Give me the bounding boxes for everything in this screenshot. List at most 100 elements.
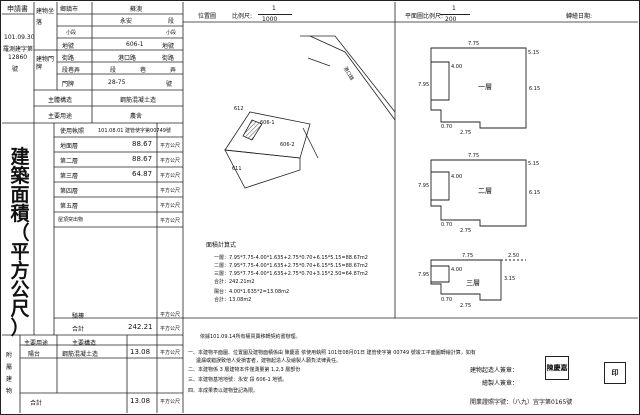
- number-value: 28-75: [108, 79, 126, 86]
- f2-dim-top: 7.75: [468, 153, 480, 159]
- street-label: 街路: [62, 55, 75, 62]
- floor-unit-4: 平方公尺: [160, 188, 181, 194]
- permit-label: 使用執照: [60, 128, 85, 135]
- total-unit: 平方公尺: [160, 326, 181, 332]
- f1-dim-bot-b: 2.75: [460, 130, 472, 136]
- floor-unit-6: 平方公尺: [160, 218, 181, 224]
- annex-total-value: 13.08: [130, 397, 151, 405]
- annex-total-label: 合計: [30, 400, 43, 407]
- parcel-606-1: 606-1: [260, 120, 275, 126]
- f2-dim-inner: 4.00: [451, 174, 463, 180]
- structure-value: 鋼筋混凝土造: [120, 97, 157, 104]
- floor-3-label: 三層: [466, 279, 480, 287]
- floor-unit-2: 平方公尺: [160, 158, 181, 164]
- lane-label: 段巷弄: [62, 67, 81, 74]
- blank-label: 騎樓: [72, 313, 85, 320]
- floor-scale-num: 1: [452, 5, 456, 12]
- floor-scale-label: 平面圖比例尺:: [405, 13, 444, 20]
- street-value: 港口路: [118, 55, 137, 62]
- site-plan-label: 位置圖: [198, 13, 217, 20]
- floor-label-5: 第五層: [60, 203, 79, 210]
- note-1b: 遺漏或錯誤致他人受損害者，建物起造人及繪製人願負法律責任。: [196, 358, 342, 364]
- floor-value-1: 88.67: [132, 140, 153, 148]
- calc-line-5: 陽台：4.00*1.635*2=13.08m2: [214, 289, 290, 295]
- floor-label-4: 第四層: [60, 188, 79, 195]
- floor-label-3: 第三層: [60, 173, 79, 180]
- note-3: 三、本建物基地地號：永安 段 606-1 地號。: [188, 377, 288, 383]
- note-2: 二、本建物係 3 層建物本件僅測量第 1,2,3 層部份: [188, 367, 301, 373]
- lane-alley: 巷: [140, 67, 147, 74]
- lot-suffix: 地號: [162, 43, 175, 50]
- permit-value: 101.08.01 建管使字第00749號: [98, 128, 171, 134]
- f3-dim-left: 7.95: [418, 272, 430, 278]
- f2-dim-bot-a: 0.70: [441, 222, 453, 228]
- parcel-606-2: 606-2: [280, 142, 295, 148]
- annex-row-unit: 平方公尺: [160, 350, 181, 356]
- calc-line-3: 三層：7.95*7.75-4.00*1.635+2.75*0.70+3.15*2…: [214, 271, 368, 277]
- county-value: 蘇澳: [130, 6, 143, 13]
- survey-suffix: 號: [12, 66, 19, 73]
- lane-seg: 段: [110, 67, 117, 74]
- annex-row-structure: 鋼筋混凝土造: [62, 351, 99, 358]
- floor-unit-5: 平方公尺: [160, 203, 181, 209]
- floor-label-2: 第二層: [60, 158, 79, 165]
- floor-value-3: 64.87: [132, 170, 153, 178]
- floor-scale-den: 200: [445, 16, 457, 23]
- site-scale-num: 1: [272, 5, 276, 12]
- subsection-label: 小段: [66, 30, 77, 36]
- f3-dim-right: 3.15: [504, 276, 516, 282]
- f1-dim-right: 6.15: [529, 86, 541, 92]
- signature-builder-label: 建物起造人簽章：: [470, 367, 519, 374]
- note-1: 一、本建物平面圖、位置圖及建物面積係由 陳慶嘉 依使用執照 101年08月01日…: [188, 350, 476, 356]
- f1-dim-bot-a: 0.70: [441, 124, 453, 130]
- annex-row-use: 陽台: [28, 351, 41, 358]
- f1-dim-inner: 4.00: [451, 64, 463, 70]
- site-scale-den: 1000: [262, 16, 278, 23]
- calc-title: 面積計算式: [206, 242, 237, 249]
- calc-line-4: 合計：242.21m2: [214, 279, 255, 285]
- f3-dim-bot-b: 2.75: [460, 303, 472, 309]
- number-suffix: 號: [166, 81, 173, 88]
- f3-dim-inner: 4.00: [451, 267, 463, 273]
- district-value: 永安: [120, 18, 133, 25]
- f2-dim-bot-b: 2.75: [460, 228, 472, 234]
- district-label: 段: [168, 18, 175, 25]
- street-suffix: 街路: [162, 55, 175, 62]
- annex-total-unit: 平方公尺: [160, 399, 181, 405]
- total-value: 242.21: [128, 323, 153, 331]
- use-value: 農舍: [130, 113, 143, 120]
- calc-line-2: 二層：7.95*7.75-4.00*1.635+2.75*0.70+6.15*5…: [214, 263, 368, 269]
- floor-2-label: 二層: [478, 187, 492, 195]
- parcel-611: 611: [232, 166, 242, 172]
- f2-dim-right: 6.15: [529, 190, 541, 196]
- floor-1-label: 一層: [478, 83, 492, 91]
- seal-stamp-2: 印: [604, 362, 626, 384]
- f3-dim-bot-a: 0.70: [441, 297, 453, 303]
- floor-label-6: 屋頂突出物: [58, 217, 84, 223]
- f1-dim-top: 7.75: [468, 41, 480, 47]
- use-label: 主要用途: [48, 113, 73, 120]
- form-title: 申請書: [7, 5, 28, 13]
- number-label: 門牌: [62, 81, 75, 88]
- survey-label: 羅測建字第: [3, 46, 34, 53]
- signature-drafter-label: 繪製人簽章：: [482, 380, 519, 387]
- lot-label: 地號: [62, 43, 75, 50]
- lane-lane: 弄: [170, 67, 177, 74]
- annex-structure-header: 主要構造: [72, 340, 97, 347]
- survey-number: 12860: [8, 54, 28, 61]
- floor-unit-3: 平方公尺: [160, 173, 181, 179]
- floor-plan-outlines: [430, 47, 527, 301]
- floor-label-1: 地面層: [60, 143, 79, 150]
- site-scale-bar: [258, 14, 292, 15]
- floor-value-2: 88.67: [132, 155, 153, 163]
- annex-row-value: 13.08: [130, 348, 151, 356]
- calc-line-1: 一層：7.95*7.75-4.00*1.635+2.75*0.70+6.15*5…: [214, 255, 368, 261]
- note-4: 四、本成果表以建物登記為限。: [188, 388, 259, 394]
- f2-dim-right-top: 5.15: [528, 161, 540, 167]
- blank-unit: 平方公尺: [160, 312, 181, 318]
- calc-line-6: 合計：13.08m2: [214, 297, 252, 303]
- vert-label-location: 建物坐落: [36, 8, 55, 26]
- floor-unit-1: 平方公尺: [160, 143, 181, 149]
- county-label: 鄉鎮市: [60, 6, 79, 13]
- vert-label-address: 建物門牌: [36, 56, 55, 71]
